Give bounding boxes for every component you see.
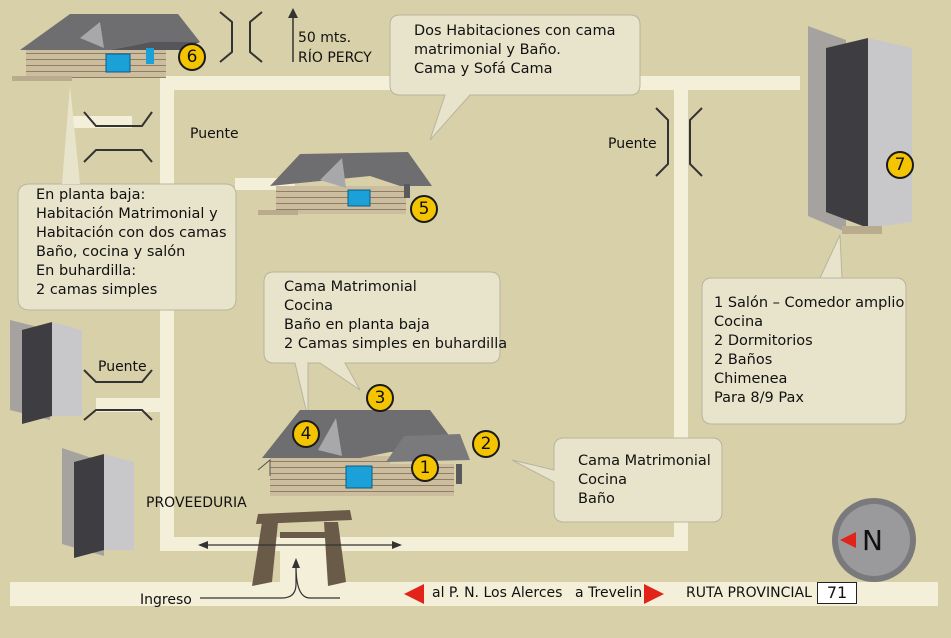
west-building-upper (10, 320, 82, 424)
bridge-west-bottom (83, 409, 153, 421)
west-building-lower (62, 448, 134, 558)
callout-cabin-5: Dos Habitaciones con cama matrimonial y … (414, 23, 616, 77)
arrow-right-icon (644, 584, 664, 604)
cabin-5-house (258, 152, 432, 215)
badge-1: 1 (411, 454, 439, 482)
callout-bubbles (17, 14, 907, 523)
callout-cabin-1-2: Cama Matrimonial Cocina Baño (578, 453, 711, 507)
compass (832, 498, 916, 582)
bridge-river-right (249, 11, 263, 63)
bubble-cabin-5 (389, 14, 641, 141)
road-name-label: RUTA PROVINCIAL (686, 585, 812, 601)
route-to-right-label: a Trevelin (575, 585, 643, 601)
provincial-road (10, 582, 938, 606)
bubble-cabin-6-tail (62, 86, 80, 184)
bubble-cabin-6 (17, 183, 237, 311)
entrance-gate (252, 510, 352, 586)
callout-cabin-6: En planta baja: Habitación Matrimonial y… (36, 187, 227, 298)
arrow-left-icon (404, 584, 424, 604)
badge-4: 4 (292, 420, 320, 448)
bridge-east-left (655, 107, 669, 177)
bubble-cabin-3-4 (263, 271, 501, 419)
compass-needle-icon (840, 532, 856, 548)
bridge-label-west: Puente (98, 359, 147, 375)
entrance-label: Ingreso (140, 592, 192, 608)
badge-7: 7 (886, 151, 914, 179)
cabin-6-house (12, 14, 200, 81)
south-path (160, 537, 688, 551)
route-to-left-label: al P. N. Los Alerces (432, 585, 563, 601)
badge-3: 3 (366, 384, 394, 412)
bridge-label-north: Puente (190, 126, 239, 142)
bridge-west-top (83, 369, 153, 383)
callout-cabin-3-4: Cama Matrimonial Cocina Baño en planta b… (284, 279, 508, 352)
bridge-label-east: Puente (608, 136, 657, 152)
west-path (160, 76, 174, 551)
road-number-sign: 71 (817, 582, 857, 604)
bridge-marks (83, 11, 703, 421)
river-distance-label: 50 mts. (298, 30, 352, 46)
badge-2: 2 (472, 430, 500, 458)
east-path (674, 84, 688, 551)
bridge-east-right (689, 107, 703, 177)
compass-letter: N (862, 524, 883, 557)
cabin-7-building (808, 26, 912, 234)
callout-cabin-7: 1 Salón – Comedor amplio Cocina 2 Dormit… (714, 295, 905, 406)
bridge-north-bottom (83, 149, 153, 163)
cabin-1-4-house (257, 410, 470, 496)
badge-6: 6 (178, 43, 206, 71)
path-to-west-building (96, 398, 166, 412)
river-name-label: RÍO PERCY (298, 50, 372, 66)
bridge-north-top (83, 111, 153, 127)
store-label: PROVEEDURIA (146, 495, 247, 511)
badge-5: 5 (410, 195, 438, 223)
bridge-river-left (219, 11, 233, 63)
bubble-cabin-1-2 (511, 437, 723, 523)
bubble-cabin-7 (701, 234, 907, 425)
